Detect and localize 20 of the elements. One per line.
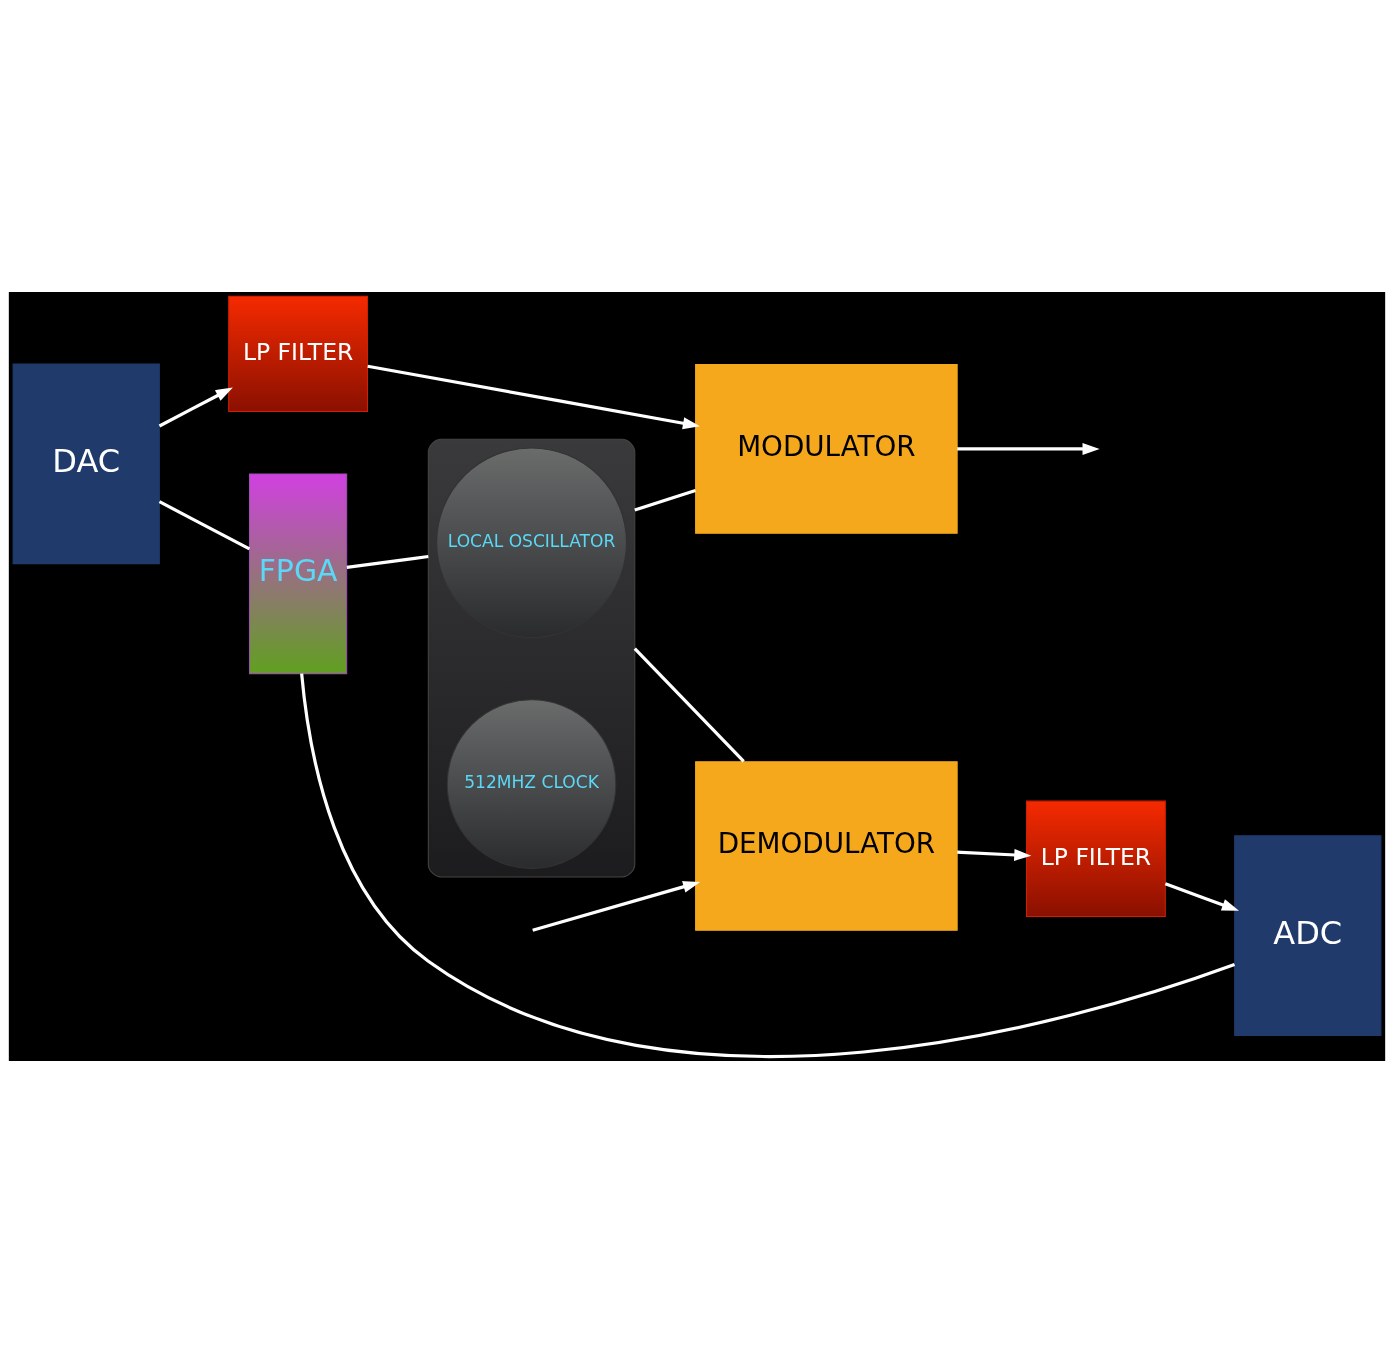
arrow — [532, 880, 701, 932]
node-box: LP FILTER — [228, 295, 368, 412]
node-circle: LOCAL OSCILLATOR — [436, 446, 627, 638]
cluster — [427, 438, 636, 877]
node-box: DAC — [12, 363, 160, 564]
node-circle: 512MHZ CLOCK — [446, 698, 617, 869]
arrow — [367, 364, 700, 429]
connector — [633, 647, 745, 763]
connector — [346, 554, 429, 569]
connector — [158, 499, 251, 550]
node-box: DEMODULATOR — [695, 760, 958, 931]
arrow — [158, 387, 233, 427]
arrow — [1164, 881, 1239, 911]
node-box: FPGA — [249, 472, 348, 674]
connector — [300, 672, 1236, 1058]
connector — [634, 488, 696, 512]
node-box: MODULATOR — [695, 363, 958, 534]
node-box: LP FILTER — [1026, 800, 1166, 917]
arrow — [957, 848, 1032, 861]
node-box: ADC — [1234, 834, 1382, 1036]
